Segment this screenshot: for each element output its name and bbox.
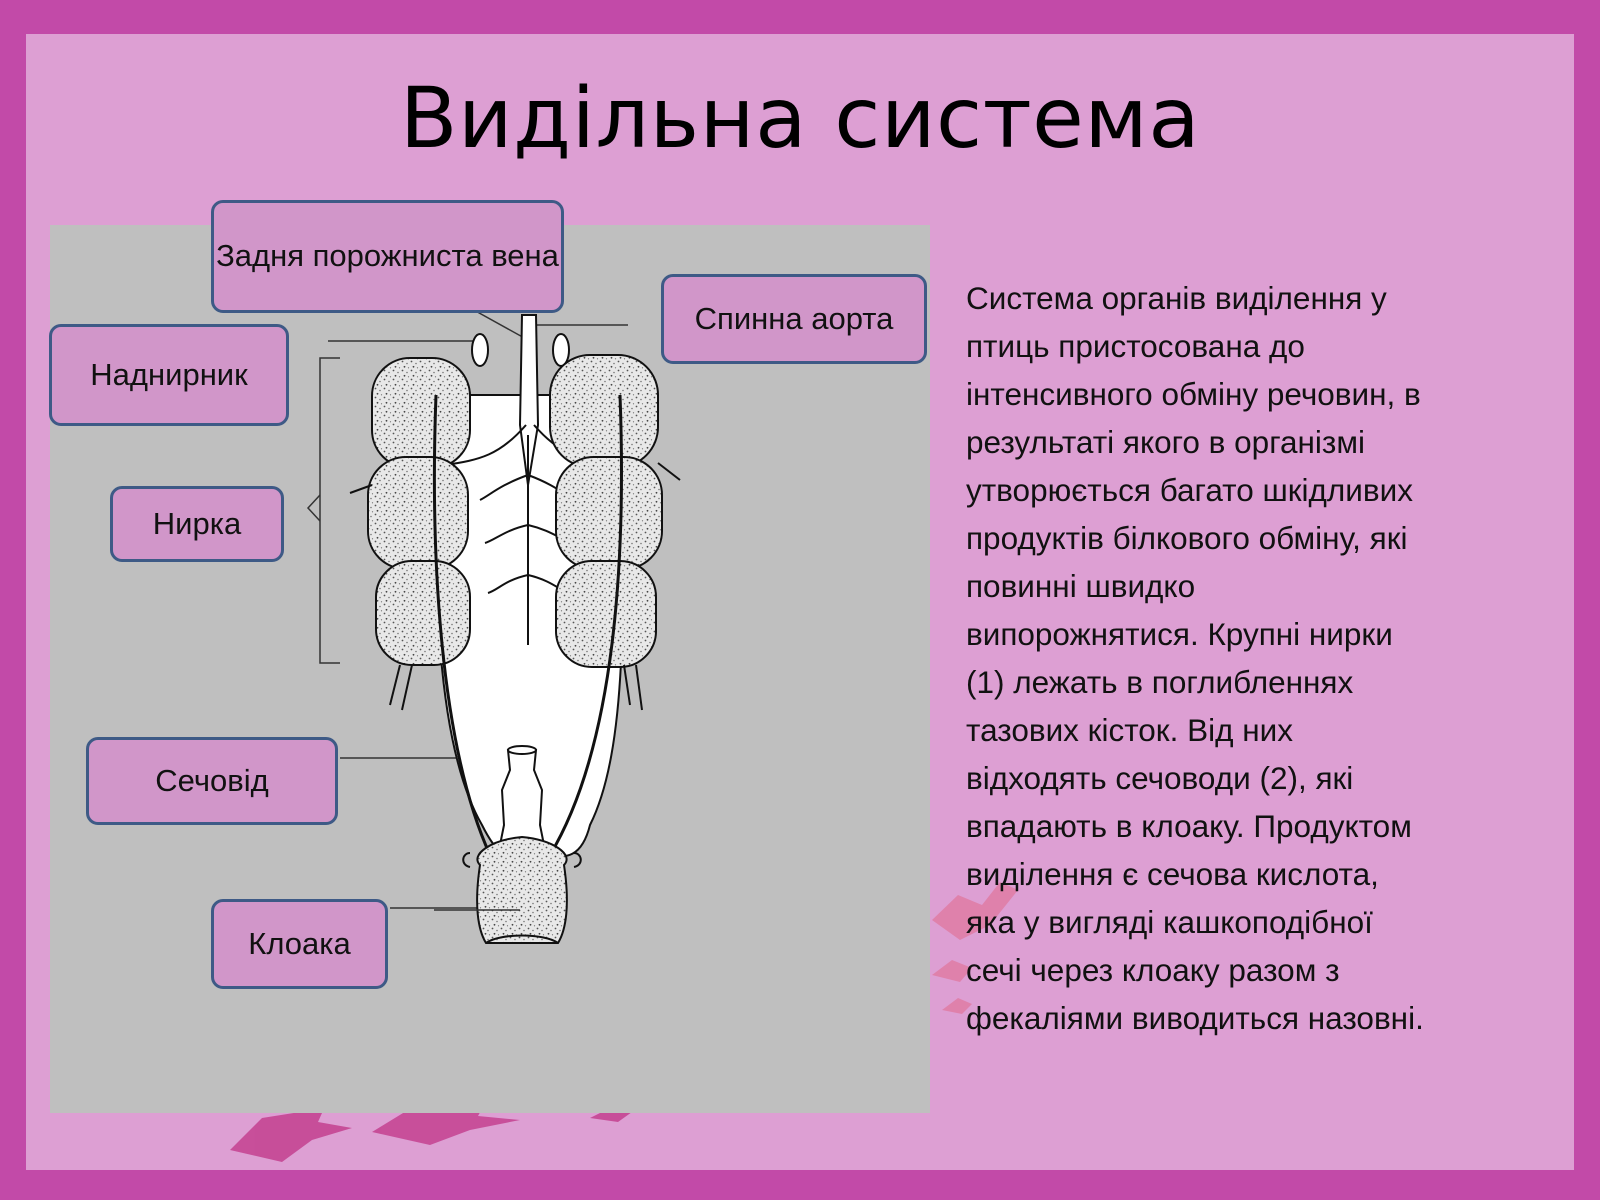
description-text: Система органів виділення у птиць присто… xyxy=(966,280,1424,1036)
slide-title: Видільна система xyxy=(399,69,1201,167)
bird-excretory-system-drawing xyxy=(306,308,681,944)
label-posterior-vena-cava: Задня порожниста вена xyxy=(211,200,564,313)
label-dorsal-aorta: Спинна аорта xyxy=(661,274,927,364)
label-adrenal-gland: Наднирник xyxy=(49,324,289,426)
label-kidney: Нирка xyxy=(110,486,284,562)
label-cloaca: Клоака xyxy=(211,899,388,989)
label-ureter: Сечовід xyxy=(86,737,338,825)
